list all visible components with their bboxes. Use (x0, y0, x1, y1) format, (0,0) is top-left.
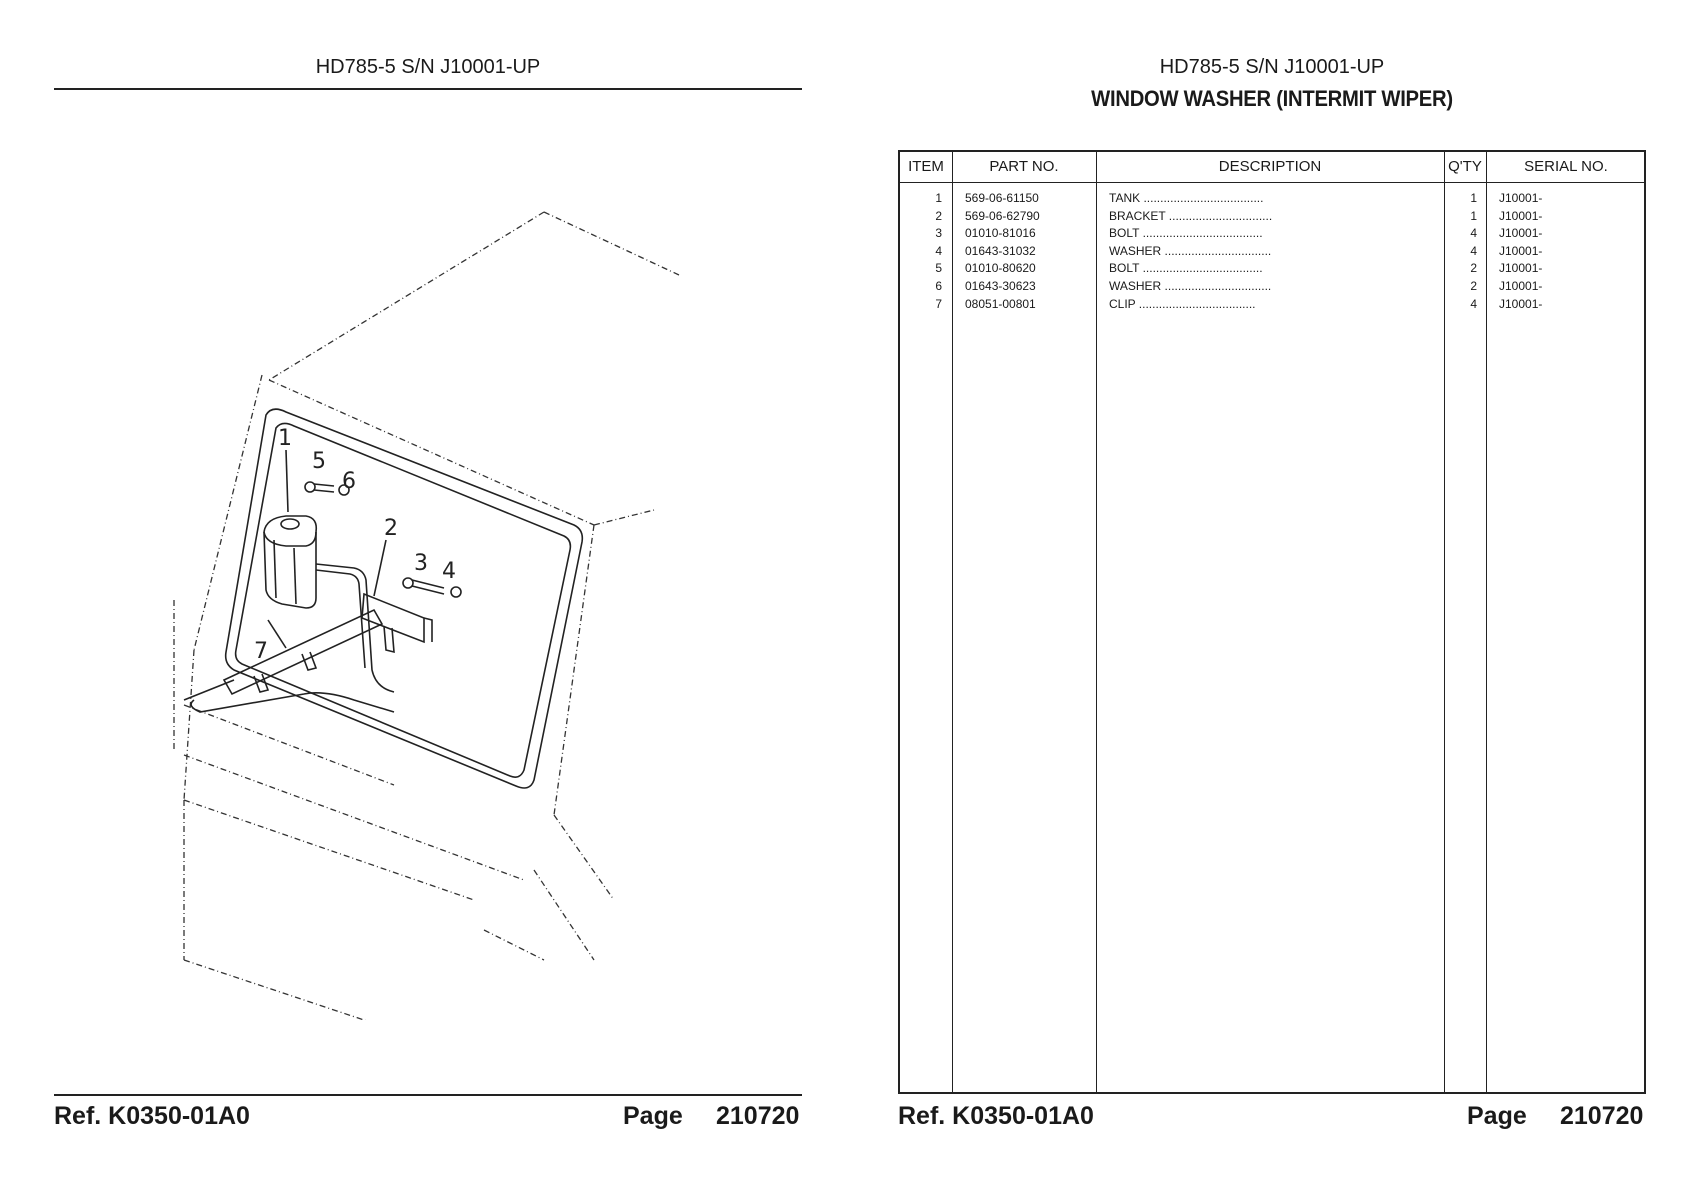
callout-7: 7 (254, 639, 268, 664)
row-description: BOLT ...................................… (1109, 261, 1263, 276)
row-part-no: 01010-81016 (965, 226, 1036, 241)
left-ref-label: Ref. K0350-01A0 (54, 1102, 250, 1130)
right-page-number: 210720 (1560, 1102, 1644, 1130)
row-qty: 1 (1470, 191, 1477, 205)
row-description: BRACKET ............................... (1109, 208, 1273, 223)
row-item: 5 (935, 261, 942, 276)
col-divider (1486, 152, 1487, 1092)
parts-illustration: 1 2 3 4 5 6 7 (173, 211, 680, 1020)
left-footer-rule (54, 1094, 802, 1096)
row-qty: 4 (1470, 243, 1477, 258)
col-divider (1096, 152, 1097, 1092)
table-row: 2 569-06-62790 BRACKET .................… (900, 208, 1644, 226)
row-qty: 2 (1470, 279, 1477, 293)
col-header-item: ITEM (908, 158, 944, 175)
table-header: ITEM PART NO. DESCRIPTION Q'TY SERIAL NO… (900, 152, 1644, 183)
row-item: 4 (935, 243, 942, 258)
row-description: CLIP ................................... (1109, 296, 1256, 311)
row-description: BOLT ...................................… (1109, 226, 1263, 241)
table-row: 3 01010-81016 BOLT .....................… (900, 225, 1644, 243)
row-part-no: 01010-80620 (965, 261, 1036, 276)
row-description: WASHER ................................ (1109, 243, 1272, 258)
col-header-description: DESCRIPTION (1218, 158, 1322, 175)
row-part-no: 08051-00801 (965, 296, 1036, 311)
table-row: 5 01010-80620 BOLT .....................… (900, 260, 1644, 278)
col-divider (952, 152, 953, 1092)
row-description: TANK ...................................… (1109, 191, 1264, 205)
col-header-part-no: PART NO. (989, 158, 1059, 175)
table-row: 7 08051-00801 CLIP .....................… (900, 296, 1644, 314)
left-page-header: HD785-5 S/N J10001-UP (315, 56, 541, 78)
right-page-label: Page (1467, 1102, 1527, 1130)
right-ref-label: Ref. K0350-01A0 (898, 1102, 1094, 1130)
row-item: 1 (935, 191, 942, 205)
callout-2: 2 (384, 516, 398, 541)
row-serial: J10001- (1499, 261, 1543, 276)
row-item: 3 (935, 226, 942, 241)
col-header-qty: Q'TY (1448, 158, 1482, 175)
col-header-serial-no: SERIAL NO. (1524, 158, 1608, 175)
callout-6: 6 (342, 469, 356, 494)
row-qty: 4 (1470, 296, 1477, 311)
row-item: 6 (935, 279, 942, 293)
callout-3: 3 (414, 551, 428, 576)
parts-table: ITEM PART NO. DESCRIPTION Q'TY SERIAL NO… (898, 150, 1646, 1094)
row-qty: 2 (1470, 261, 1477, 276)
row-serial: J10001- (1499, 279, 1543, 293)
row-serial: J10001- (1499, 296, 1543, 311)
table-row: 6 01643-30623 WASHER ...................… (900, 278, 1644, 296)
left-page-label: Page (623, 1102, 683, 1130)
row-qty: 4 (1470, 226, 1477, 241)
row-item: 2 (935, 208, 942, 223)
row-serial: J10001- (1499, 208, 1543, 223)
row-serial: J10001- (1499, 226, 1543, 241)
table-row: 1 569-06-61150 TANK ....................… (900, 190, 1644, 208)
col-divider (1444, 152, 1445, 1092)
callout-4: 4 (442, 559, 456, 584)
row-part-no: 569-06-62790 (965, 208, 1040, 223)
table-row: 4 01643-31032 WASHER ...................… (900, 243, 1644, 261)
row-description: WASHER ................................ (1109, 279, 1272, 293)
left-page-number: 210720 (716, 1102, 800, 1130)
right-page-title: WINDOW WASHER (INTERMIT WIPER) (1091, 86, 1453, 111)
row-part-no: 569-06-61150 (965, 191, 1039, 205)
row-serial: J10001- (1499, 243, 1543, 258)
row-qty: 1 (1470, 208, 1477, 223)
right-page-header: HD785-5 S/N J10001-UP (1159, 56, 1385, 78)
row-part-no: 01643-30623 (965, 279, 1036, 293)
callout-1: 1 (278, 426, 292, 451)
row-serial: J10001- (1499, 191, 1543, 205)
row-item: 7 (935, 296, 942, 311)
callout-5: 5 (312, 449, 326, 474)
row-part-no: 01643-31032 (965, 243, 1036, 258)
left-header-rule (54, 88, 802, 90)
